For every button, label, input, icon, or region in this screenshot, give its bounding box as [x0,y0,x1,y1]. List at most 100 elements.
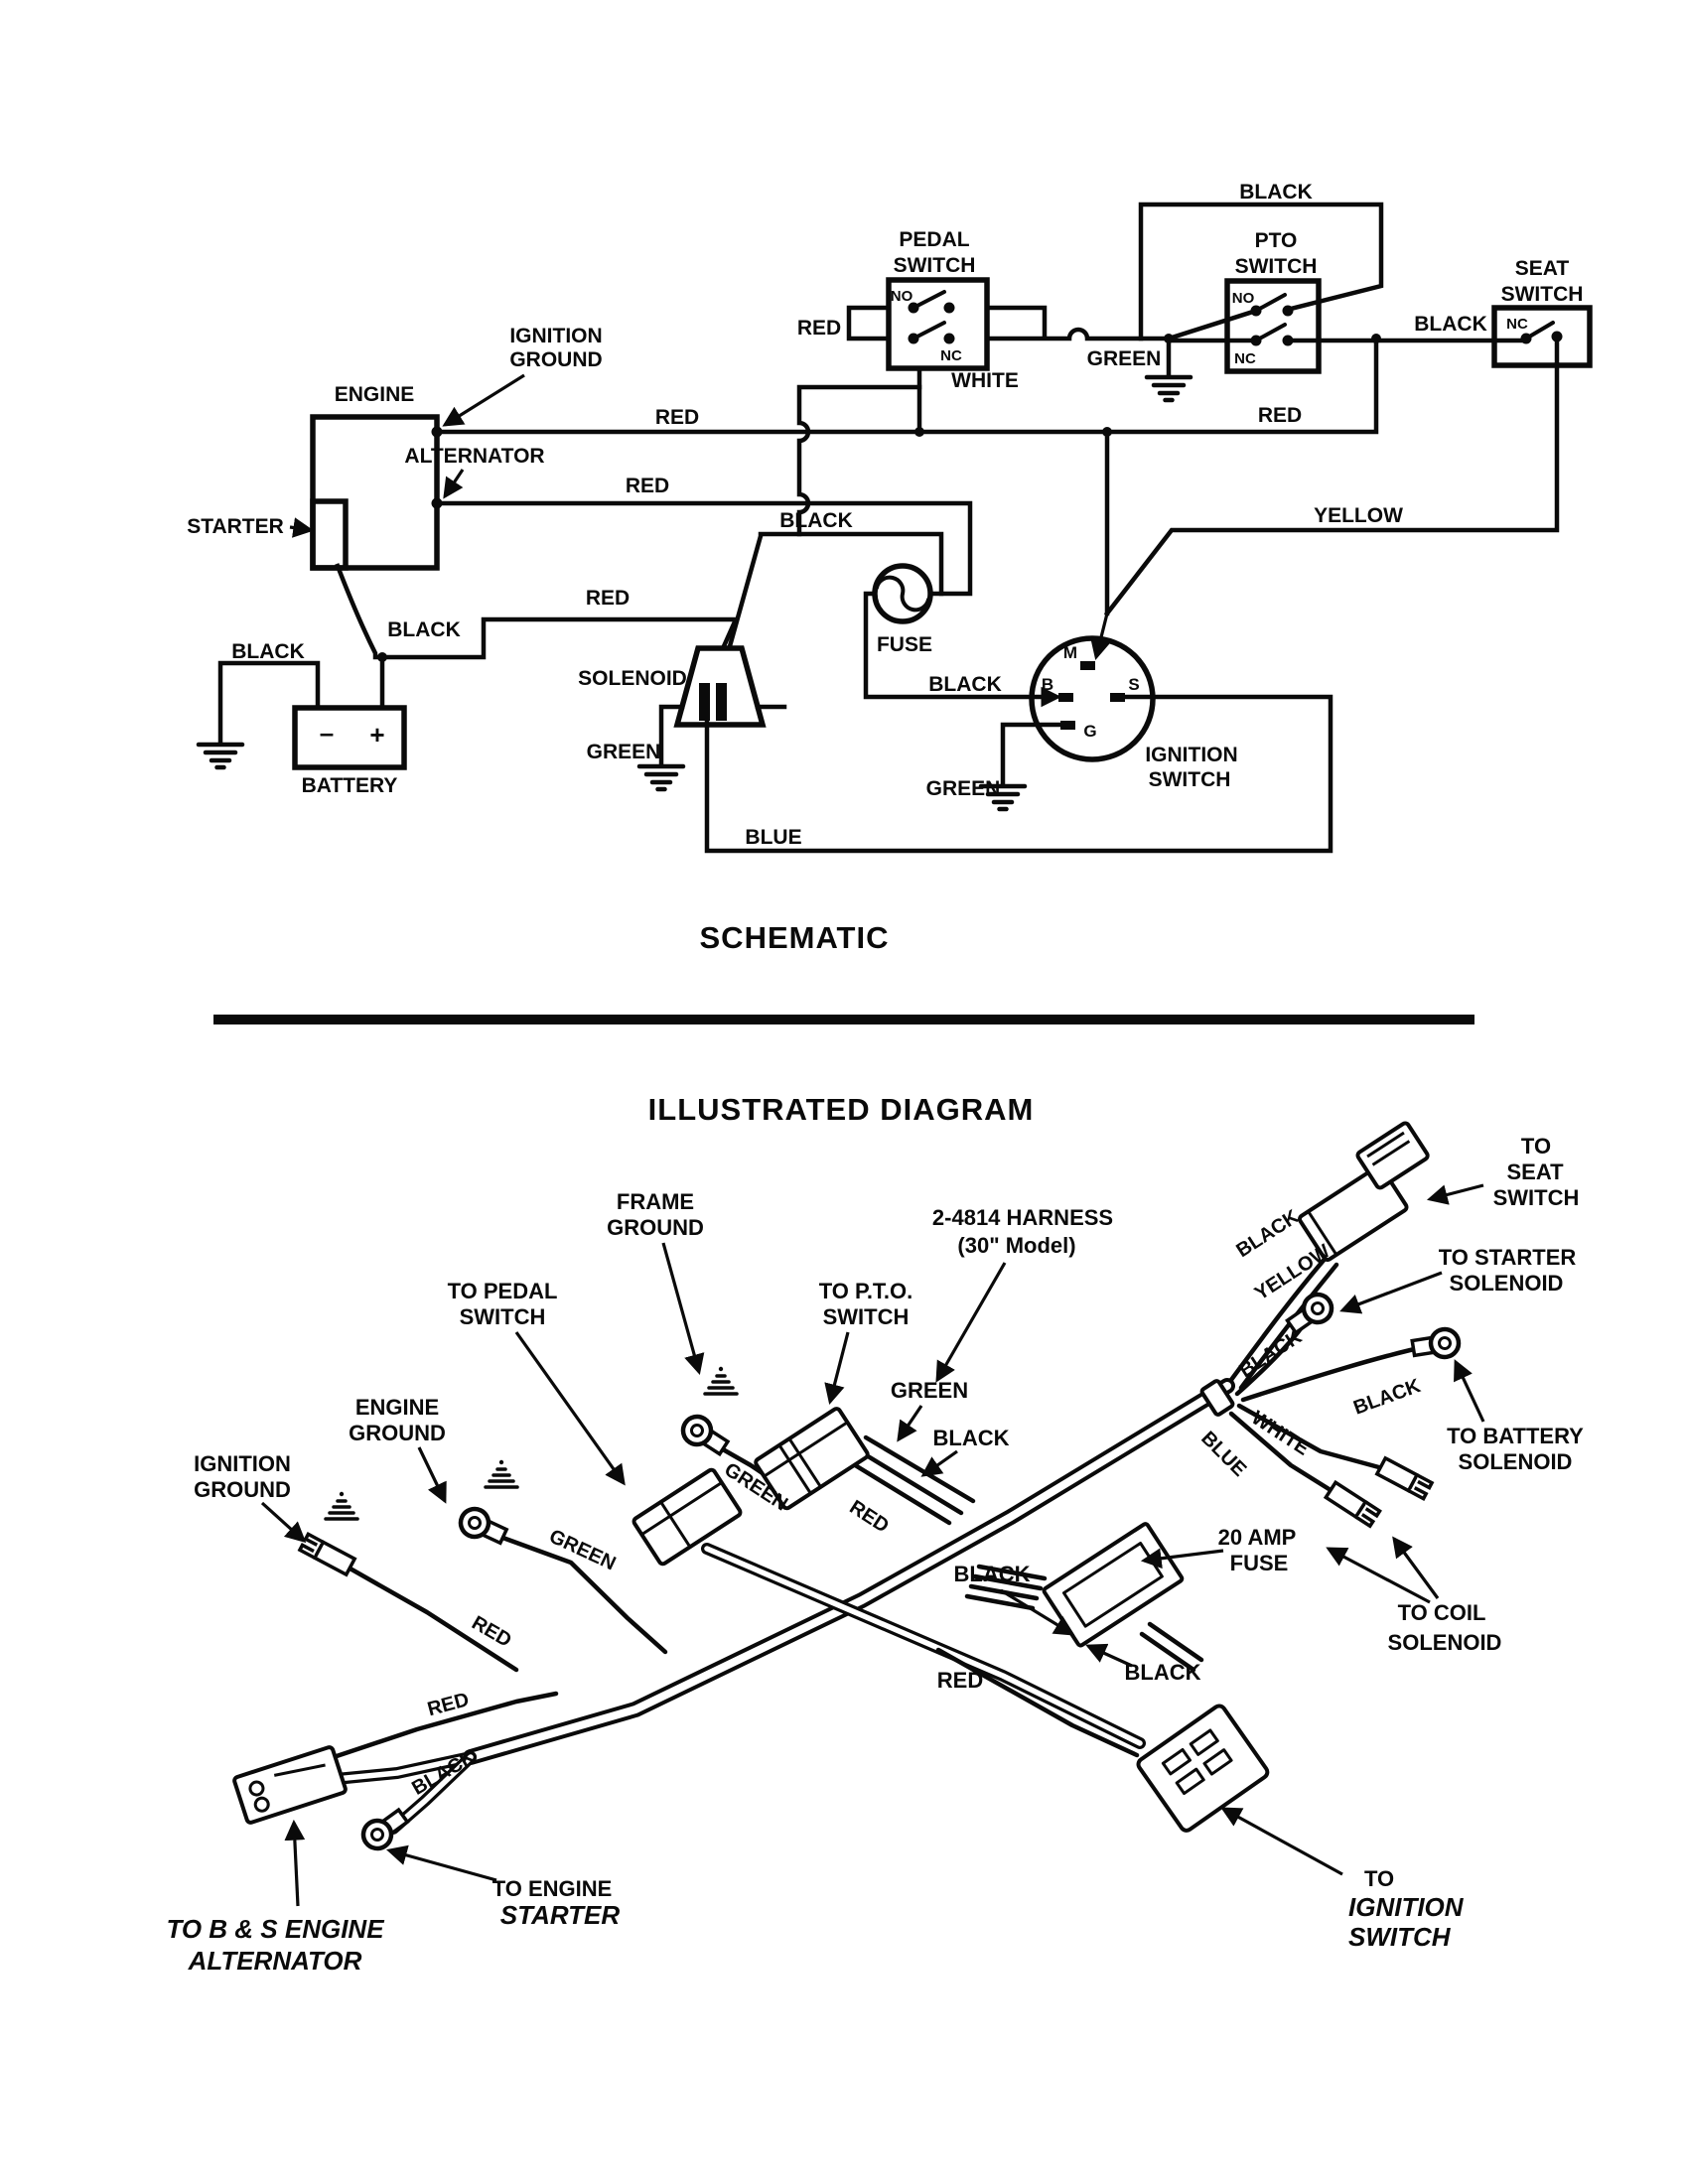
to-bs-engine-leader [284,1819,306,1907]
black-startersol-wire-label: BLACK [1235,1325,1306,1382]
engine-ground-leader [417,1446,447,1504]
to-starter-solenoid-leader [1339,1271,1443,1314]
frame-ground-label-2: GROUND [607,1215,704,1240]
ignition-ground-lug [298,1532,356,1576]
engine-block [310,414,440,571]
black-b-wire-label: BLACK [928,673,1002,696]
battery [292,705,407,770]
to-coil-solenoid-leader-1 [1392,1536,1440,1599]
pedal-switch-label-2: SWITCH [894,254,976,277]
alternator-connector [232,1745,348,1825]
black-seat-wire-ill-label: BLACK [1232,1205,1303,1262]
to-seat-switch-label-1: TO [1521,1134,1551,1159]
to-pedal-switch-leader [514,1331,626,1486]
black-battery-wire-label: BLACK [231,640,305,663]
to-pedal-switch-label-1: TO PEDAL [448,1279,558,1303]
engine-starter-label: STARTER [500,1900,621,1930]
red-ign-wire-label: RED [937,1668,983,1693]
seat-nc-label: NC [1506,316,1528,333]
engine-label: ENGINE [335,383,415,406]
to-battery-solenoid-label-2: SOLENOID [1459,1449,1573,1474]
to-bs-engine-label-1: TO B & S ENGINE [166,1914,384,1944]
engine-ground-label-2: GROUND [349,1421,446,1445]
to-starter-solenoid-label-1: TO STARTER [1439,1245,1577,1270]
to-ignition-switch-leader [1220,1807,1343,1876]
pto-no-label: NO [1232,290,1255,307]
black-seat-wire-label: BLACK [1414,313,1487,336]
black-fuse-in-label: BLACK [954,1562,1031,1586]
ign-s-label: S [1128,675,1139,694]
pedal-nc-label: NC [940,347,962,364]
ignition-ground-label-2: GROUND [509,348,602,371]
to-bs-engine-label-2: ALTERNATOR [188,1946,362,1976]
blue-wire-ill-label: BLUE [1196,1428,1250,1481]
red-solenoid-wire-label: RED [586,587,630,610]
to-seat-switch-label-2: SEAT [1506,1160,1564,1184]
pto-nc-label: NC [1234,350,1256,367]
to-seat-switch-label-3: SWITCH [1493,1185,1580,1210]
frame-ground-ring-terminal [678,1412,732,1460]
to-ignition-switch-label-3: SWITCH [1348,1922,1452,1952]
solenoid-label: SOLENOID [578,667,687,690]
ignition-ground-symbol [324,1490,359,1521]
harness-leader [935,1262,1007,1383]
solenoid [673,645,767,728]
red-lower-wire-label: RED [1258,404,1302,427]
battery-plus: + [369,720,384,750]
harness-label-1: 2-4814 HARNESS [932,1205,1113,1230]
to-engine-label: TO ENGINE [492,1876,613,1901]
pto-switch-label-2: SWITCH [1235,255,1318,278]
red-upper-wire-label: RED [655,406,699,429]
ignition-switch-label-2: SWITCH [1149,768,1231,791]
black-fuse-out-leader [1085,1643,1133,1668]
ignition-ground-arrow [442,373,525,427]
to-coil-solenoid-label-2: SOLENOID [1388,1630,1502,1655]
to-ignition-switch-label-1: TO [1364,1866,1394,1891]
amp-fuse-label-2: FUSE [1230,1551,1289,1575]
pto-switch-connector [754,1407,870,1511]
black-batterysol-wire-label: BLACK [1350,1375,1424,1420]
black-fuse-in-leader [1000,1588,1075,1636]
ignition-ground-label-1: IGNITION [509,325,602,347]
harness-label-2: (30" Model) [957,1233,1075,1258]
seat-switch-label-2: SWITCH [1501,283,1584,306]
fuse [872,563,933,624]
starter-arrow [289,517,315,538]
blue-wire-label: BLUE [745,826,801,849]
to-starter-solenoid-label-2: SOLENOID [1450,1271,1564,1296]
green-wire-ill-label: GREEN [891,1378,968,1403]
ign-m-label: M [1063,643,1077,662]
fuse-label: FUSE [877,633,932,656]
to-battery-solenoid-leader [1454,1359,1485,1423]
pto-switch-label-1: PTO [1255,229,1298,252]
pedal-red-wire-label: RED [797,317,841,340]
pto-switch [1224,278,1322,374]
ignition-switch-connector [1136,1704,1270,1833]
seat-switch [1491,305,1593,368]
green-engine-wire-label: GREEN [546,1526,620,1575]
ign-b-label: B [1042,675,1053,694]
red-pto-wire-label: RED [846,1496,893,1537]
black-fuse-out-label: BLACK [1125,1660,1201,1685]
to-pto-switch-leader [824,1331,850,1406]
pedal-switch-label-1: PEDAL [899,228,969,251]
ignition-ground-ill-leader [260,1501,307,1544]
section-divider [213,1015,1474,1024]
harness-wires [325,1254,1431,1762]
green-wire-ill-leader [897,1405,923,1442]
pto-green-wire-label: GREEN [1087,347,1162,370]
pedal-switch-connector [632,1467,743,1567]
engine-ground-label-1: ENGINE [355,1395,439,1420]
pedal-switch [886,277,990,371]
to-coil-solenoid-label-1: TO COIL [1398,1600,1486,1625]
white-wire-label: WHITE [951,369,1019,392]
black-fuse-wire-label: BLACK [779,509,853,532]
black-starter-wire-label: BLACK [387,618,461,641]
red-ignground-wire-label: RED [468,1612,515,1652]
green-g-wire-label: GREEN [926,777,1001,800]
seat-switch-connector [1298,1121,1430,1262]
coil-solenoid-spade-lower [1324,1480,1382,1529]
starter-label: STARTER [187,515,284,538]
